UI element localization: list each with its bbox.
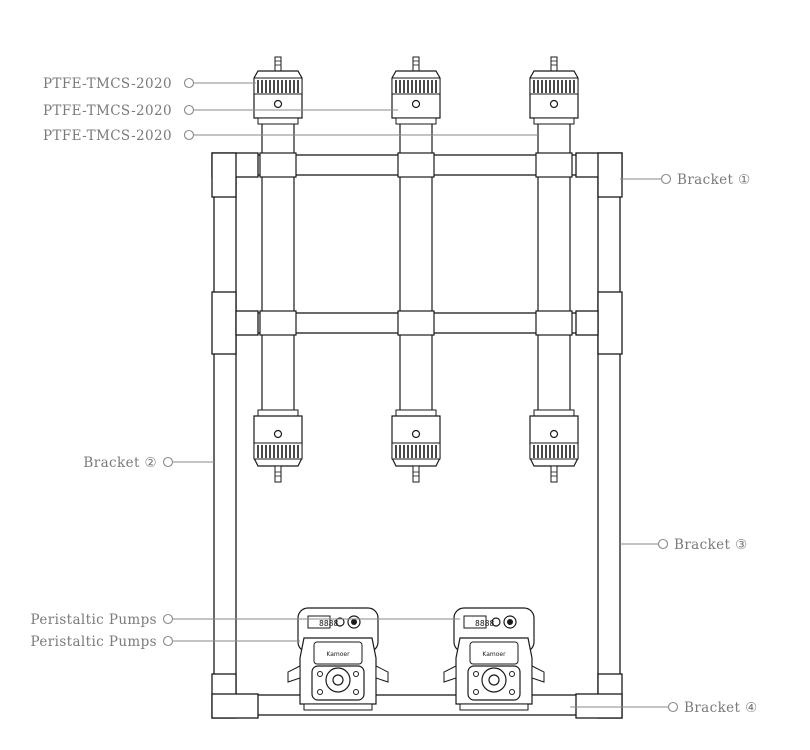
tee-mid-right	[597, 291, 623, 355]
column-1	[253, 56, 303, 483]
pump-1-display: 8888	[319, 619, 338, 628]
corner-top-right-leg	[597, 152, 623, 198]
corner-bottom-right	[575, 693, 623, 719]
label-bracket-2: Bracket ②	[83, 455, 157, 471]
label-column-1: PTFE-TMCS-2020	[43, 76, 172, 92]
tee-mid-left-stub	[235, 310, 259, 336]
peristaltic-pump-1: 8888 Kamoer	[287, 607, 389, 711]
labels: PTFE-TMCS-2020 PTFE-TMCS-2020 PTFE-TMCS-…	[30, 76, 757, 716]
corner-top-left-leg	[211, 152, 237, 198]
callout-dot	[183, 129, 195, 141]
column-2	[391, 56, 441, 483]
callout-dot	[183, 104, 195, 116]
pump-1-brand: Kamoer	[326, 651, 350, 658]
tee-mid-left	[211, 291, 237, 355]
column-3	[529, 56, 579, 483]
corner-bottom-left	[211, 693, 259, 719]
leader-lines	[162, 77, 679, 713]
callout-dot	[162, 456, 174, 468]
bracket-3-post	[597, 173, 621, 711]
label-bracket-3: Bracket ③	[674, 537, 748, 553]
label-pump-2: Peristaltic Pumps	[30, 634, 157, 650]
label-pump-1: Peristaltic Pumps	[30, 612, 157, 628]
bracket-4-bottom-rail	[235, 694, 599, 716]
peristaltic-pump-2: 8888 Kamoer	[443, 607, 545, 711]
pump-2-brand: Kamoer	[482, 651, 506, 658]
label-column-3: PTFE-TMCS-2020	[43, 128, 172, 144]
callout-dot	[657, 538, 669, 550]
pump-2-display: 8888	[475, 619, 494, 628]
label-bracket-1: Bracket ①	[677, 172, 751, 188]
bracket-2-post	[213, 173, 237, 711]
tee-mid-right-stub	[575, 310, 599, 336]
callout-dot	[660, 173, 672, 185]
callout-dot	[162, 613, 174, 625]
label-column-2: PTFE-TMCS-2020	[43, 103, 172, 119]
callout-dot	[183, 77, 195, 89]
callout-dot	[162, 635, 174, 647]
label-bracket-4: Bracket ④	[684, 700, 758, 716]
callout-dot	[667, 701, 679, 713]
